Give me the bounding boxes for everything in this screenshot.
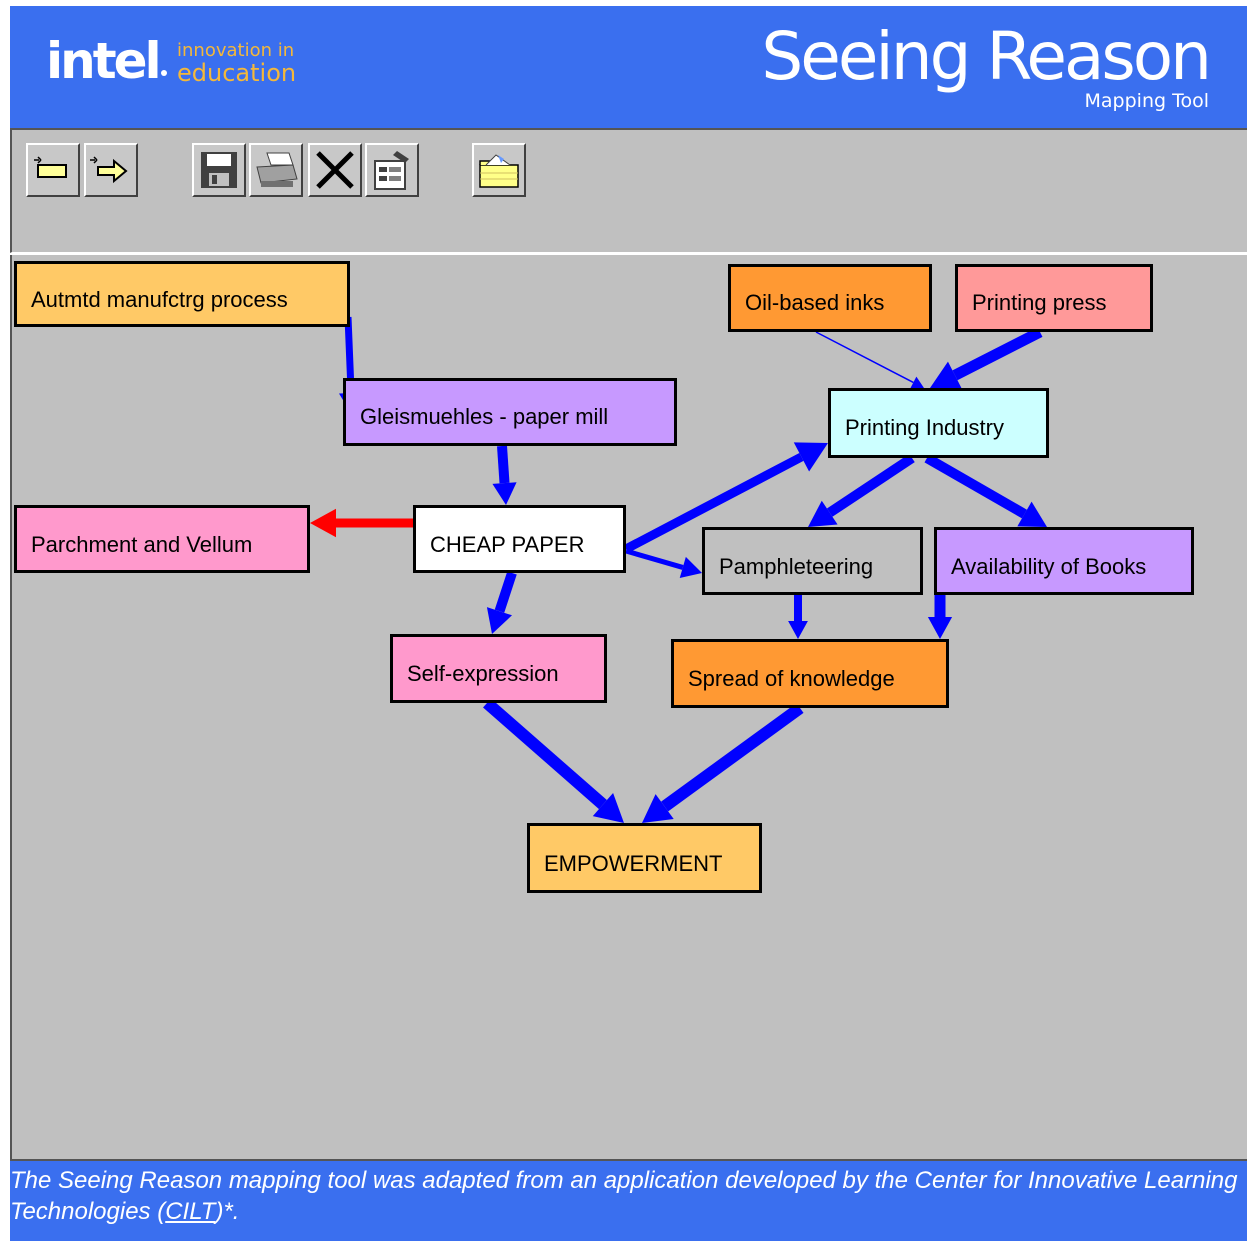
node-availability-of-books[interactable]: Availability of Books [934, 527, 1194, 595]
new-link-button[interactable] [84, 143, 138, 197]
node-label: EMPOWERMENT [544, 851, 723, 876]
print-button[interactable] [249, 143, 303, 197]
save-icon [201, 152, 237, 188]
app-subtitle: Mapping Tool [1084, 90, 1209, 112]
link-cheap-to-pind[interactable] [623, 452, 804, 553]
node-oil-based-inks[interactable]: Oil-based inks [728, 264, 932, 332]
link-spread-to-empow[interactable] [661, 703, 804, 812]
toolbar [10, 130, 1247, 253]
link-selfx-to-empow[interactable] [483, 698, 607, 810]
intel-logo: intel [46, 32, 162, 90]
node-label: Oil-based inks [745, 290, 885, 315]
logo-tagline: innovation in education [177, 40, 297, 87]
tagline-line-2: education [177, 59, 297, 87]
print-icon [256, 152, 298, 187]
node-label: Parchment and Vellum [31, 532, 253, 557]
node-label: Autmtd manufctrg process [31, 287, 288, 312]
node-label: Printing Industry [845, 415, 1004, 440]
arrowhead-avail-to-spread [927, 617, 953, 639]
arrowhead-selfx-to-empow [592, 792, 624, 823]
arrowhead-press-to-pind [930, 361, 962, 390]
link-pind-to-avail[interactable] [924, 453, 1027, 519]
map-canvas[interactable]: Autmtd manufctrg process Gleismuehles - … [10, 255, 1247, 1159]
arrowhead-cheap-to-pind [793, 442, 828, 472]
tagline-line-1: innovation in [177, 40, 295, 61]
node-empowerment[interactable]: EMPOWERMENT [527, 823, 762, 893]
arrowhead-spread-to-empow [642, 794, 674, 823]
properties-button[interactable] [365, 143, 419, 197]
node-label: CHEAP PAPER [430, 532, 585, 557]
delete-button[interactable] [308, 143, 362, 197]
node-spread-of-knowledge[interactable]: Spread of knowledge [671, 639, 949, 708]
arrowhead-cheap-to-selfx [486, 607, 513, 634]
link-cheap-to-pamph[interactable] [625, 548, 684, 570]
link-press-to-pind[interactable] [952, 327, 1043, 381]
open-folder-button[interactable] [472, 143, 526, 197]
open-folder-icon [479, 154, 519, 188]
link-oil-to-pind[interactable] [815, 331, 914, 384]
new-node-button[interactable] [26, 143, 80, 197]
save-button[interactable] [192, 143, 246, 197]
credits-footer: The Seeing Reason mapping tool was adapt… [10, 1159, 1247, 1241]
node-pamphleteering[interactable]: Pamphleteering [702, 527, 923, 595]
footer-text: The Seeing Reason mapping tool was adapt… [10, 1167, 1238, 1225]
arrowhead-pamph-to-spread [788, 621, 808, 639]
node-label: Spread of knowledge [688, 666, 895, 691]
link-gleis-to-cheap[interactable] [497, 445, 510, 484]
arrowhead-pind-to-pamph [808, 500, 838, 527]
node-printing-press[interactable]: Printing press [955, 264, 1153, 332]
node-label: Pamphleteering [719, 554, 874, 579]
node-label: Printing press [972, 290, 1107, 315]
header-banner: intel innovation in education Seeing Rea… [10, 6, 1247, 130]
arrowhead-cheap-to-parch [310, 508, 336, 538]
app-frame: intel innovation in education Seeing Rea… [10, 6, 1247, 1241]
arrowhead-pind-to-avail [1017, 501, 1047, 527]
new-link-icon [90, 156, 128, 184]
links-layer [310, 316, 1047, 823]
node-self-expression[interactable]: Self-expression [390, 634, 607, 703]
link-pind-to-pamph[interactable] [826, 453, 915, 517]
node-cheap-paper[interactable]: CHEAP PAPER [413, 505, 626, 573]
app-title: Seeing Reason [761, 18, 1212, 95]
footer-text-end: )*. [215, 1198, 240, 1225]
node-label: Self-expression [407, 661, 559, 686]
link-cheap-to-selfx[interactable] [494, 571, 517, 613]
node-autmtd-manufctrg-process[interactable]: Autmtd manufctrg process [14, 261, 350, 327]
cilt-link[interactable]: CILT [165, 1198, 216, 1225]
node-printing-industry[interactable]: Printing Industry [828, 388, 1049, 458]
node-label: Availability of Books [951, 554, 1147, 579]
arrowhead-oil-to-pind [910, 376, 924, 389]
node-label: Gleismuehles - paper mill [360, 404, 609, 429]
node-gleismuehles-paper-mill[interactable]: Gleismuehles - paper mill [343, 378, 677, 446]
node-parchment-and-vellum[interactable]: Parchment and Vellum [14, 505, 310, 573]
delete-icon [316, 151, 354, 189]
new-node-icon [34, 156, 67, 178]
arrowhead-gleis-to-cheap [492, 482, 517, 505]
arrowhead-cheap-to-pamph [679, 556, 702, 579]
logo-dot [161, 70, 167, 76]
properties-icon [374, 151, 409, 190]
